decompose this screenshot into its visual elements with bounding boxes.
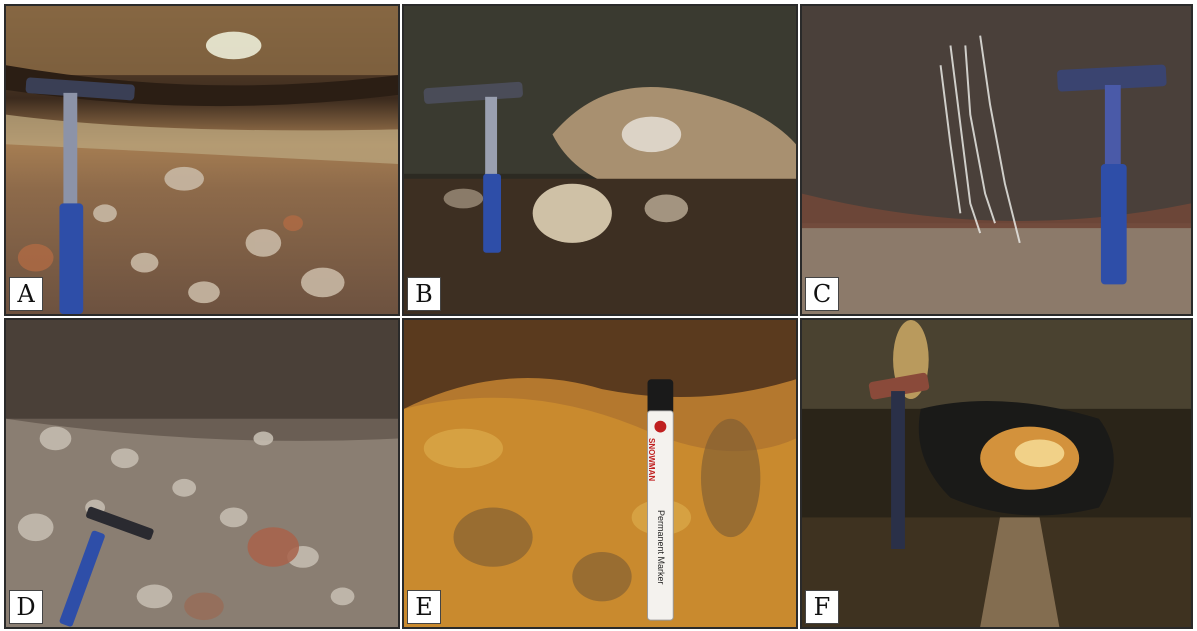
panel-label-b: B xyxy=(407,277,441,311)
photo-panel-f: F xyxy=(800,318,1193,629)
photo-panel-b: B xyxy=(402,4,798,316)
outcrop-photo-c xyxy=(802,6,1191,314)
photo-panel-e: SNOWMAN Permanent Marker E xyxy=(402,318,798,629)
outcrop-photo-d xyxy=(6,320,398,627)
outcrop-photo-e xyxy=(404,320,796,627)
photo-panel-c: C xyxy=(800,4,1193,316)
photo-panel-d: D xyxy=(4,318,400,629)
panel-label-c: C xyxy=(805,277,839,311)
outcrop-photo-f xyxy=(802,320,1191,627)
panel-label-d: D xyxy=(9,590,43,624)
marker-text: Permanent Marker xyxy=(656,510,666,585)
marker-brand: SNOWMAN xyxy=(647,438,656,482)
outcrop-photo-b xyxy=(404,6,796,314)
panel-label-e: E xyxy=(407,590,441,624)
outcrop-photo-a xyxy=(6,6,398,314)
panel-label-f: F xyxy=(805,590,839,624)
photo-panel-a: A xyxy=(4,4,400,316)
panel-label-a: A xyxy=(9,277,43,311)
